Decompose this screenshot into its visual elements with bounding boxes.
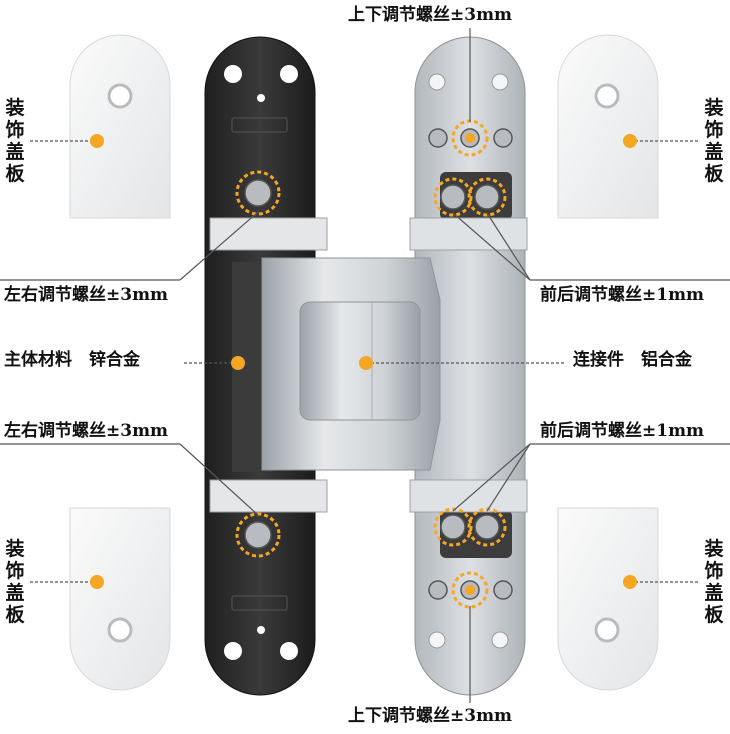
label-cover-plate-top-left: 装饰盖板 [5,97,25,185]
label-cover-plate-bottom-right: 装饰盖板 [704,538,724,626]
label-connector: 连接件 铝合金 [573,350,692,370]
label-depth-adjust-top: 前后调节螺丝±1mm [540,285,705,305]
marker-dots [90,133,637,595]
label-lateral-adjust-bottom: 左右调节螺丝±3mm [4,421,169,441]
cover-plate-top-left [69,34,171,219]
zinc-hinge-leaf [204,36,328,696]
leader-lines [0,28,730,703]
aluminum-connector [261,257,441,471]
label-vertical-adjust-top: 上下调节螺丝±3mm [348,5,513,25]
label-lateral-adjust-top: 左右调节螺丝±3mm [4,285,169,305]
label-body-material: 主体材料 锌合金 [4,350,140,370]
label-depth-adjust-bottom: 前后调节螺丝±1mm [540,421,705,441]
cover-plate-bottom-left [69,507,171,691]
label-cover-plate-bottom-left: 装饰盖板 [5,538,25,626]
cover-plate-top-right [557,34,659,219]
cover-plate-bottom-right [557,507,659,691]
screws [244,128,513,600]
label-vertical-adjust-bottom: 上下调节螺丝±3mm [348,706,513,726]
label-cover-plate-top-right: 装饰盖板 [704,97,724,185]
